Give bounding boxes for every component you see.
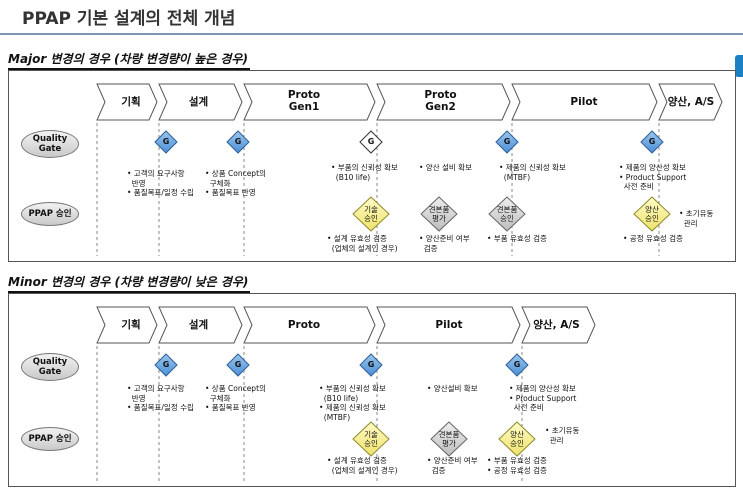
ppap-approval-label: PPAP 승인 [21,202,79,226]
ppap-badge-label: 견본품 평가 [428,205,450,223]
stage-label: 기획 [121,319,141,331]
minor-heading-underline [8,291,251,293]
gate-note: • 제품의 신뢰성 확보 (MTBF) [499,163,566,182]
ppap-badge [488,196,526,232]
gate-note: • 양산 설비 확보 [419,163,472,172]
ppap-badge-label: 견본품 평가 [438,430,460,448]
stage-label: Pilot [570,96,598,108]
gate-diamond [640,130,664,154]
quality-gate-label: Quality Gate [21,353,79,381]
gate-diamond [505,353,529,377]
stage-chevron [158,83,243,121]
ppap-note: • 설계 유효성 검증 (업체의 설계인 경우) [327,456,398,475]
gate-note: • 부품의 신뢰성 확보 (B10 life) • 제품의 신뢰성 확보 (MT… [319,384,386,422]
ppap-note: • 부품 유효성 검증 [487,234,547,243]
gate-letter: G [234,360,242,369]
gate-diamond [495,130,519,154]
stage-chevron [511,83,658,121]
ppap-note: • 초기유동 관리 [679,209,714,228]
ppap-badge-label: 기술 승인 [364,430,378,448]
stage-label: 기획 [121,96,141,108]
corner-accent [735,55,743,77]
ppap-note: • 양산준비 여부 검증 [419,234,470,253]
major-panel: 기획 설계 Proto Gen1 Proto Gen2 Pilot 양산, A/… [8,70,736,262]
gate-diamond [359,130,383,154]
gate-note: • 제품의 양산성 확보 • Product Support 사전 준비 [619,163,687,191]
quality-gate-label: Quality Gate [21,130,79,158]
stage-label: 양산, A/S [667,96,715,108]
stage-chevron [158,306,243,344]
minor-panel: 기획 설계 Proto Pilot 양산, A/S Quality Gate P… [8,293,736,487]
gate-diamond [154,130,178,154]
ppap-badge-label: 양산 승인 [645,205,659,223]
gate-note: • 제품의 양산성 확보 • Product Support 사전 준비 [509,384,577,412]
ppap-note: • 부품 유효성 검증 • 공정 유효성 검증 [487,456,547,475]
major-diagram-svg [96,83,723,256]
stage-chevron [96,306,158,344]
gate-note: • 고객의 요구사항 반영 • 품질목표/일정 수립 [127,169,194,197]
stage-chevron [376,83,511,121]
page-title: PPAP 기본 설계의 전체 개념 [22,9,236,29]
gate-letter: G [162,360,170,369]
gate-diamond [226,353,250,377]
minor-diagram-svg [96,306,596,482]
ppap-badge [420,196,458,232]
gate-letter: G [648,137,656,146]
minor-section-title: Minor 변경의 경우 (차량 변경량이 낮은 경우) [8,273,251,293]
ppap-badge [633,196,671,232]
major-section-title: Major 변경의 경우 (차량 변경량이 높은 경우) [8,50,250,70]
stage-label: Pilot [435,319,463,331]
gate-letter: G [367,137,375,146]
gate-letter: G [367,360,375,369]
gate-note: • 부품의 신뢰성 확보 (B10 life) [331,163,398,182]
ppap-note: • 공정 유효성 검증 [623,234,683,243]
ppap-note: • 양산준비 여부 검증 [427,456,478,475]
gate-diamond [154,353,178,377]
stage-chevron [96,83,158,121]
ppap-approval-label: PPAP 승인 [21,427,79,451]
major-heading-underline [8,68,250,70]
stage-label: Proto Gen1 [287,89,321,113]
ppap-badge-label: 기술 승인 [364,205,378,223]
ppap-badge-label: 견본품 승인 [496,205,518,223]
ppap-badge [352,196,390,232]
gate-letter: G [503,137,511,146]
ppap-badge [430,421,468,457]
stage-label: 양산, A/S [533,319,580,331]
gate-diamond [226,130,250,154]
stage-chevron [243,306,376,344]
ppap-badge [498,421,536,457]
gate-letter: G [162,137,170,146]
gate-note: • 상품 Concept의 구체화 • 품질목표 반영 [205,384,266,412]
stage-label: 설계 [188,96,209,108]
stage-chevron [376,306,521,344]
gate-letter: G [234,137,242,146]
ppap-note: • 설계 유효성 검증 (업체의 설계인 경우) [327,234,398,253]
stage-chevron [658,83,723,121]
ppap-badge [352,421,390,457]
ppap-badge-label: 양산 승인 [510,430,524,448]
stage-chevron [243,83,376,121]
gate-note: • 고객의 요구사항 반영 • 품질목표/일정 수립 [127,384,194,412]
minor-heading-text: Minor 변경의 경우 (차량 변경량이 낮은 경우) [8,275,249,289]
stage-label: Proto [287,319,321,331]
major-heading-text: Major 변경의 경우 (차량 변경량이 높은 경우) [8,52,248,66]
gate-note: • 상품 Concept의 구체화 • 품질목표 반영 [205,169,266,197]
ppap-note: • 초기유동 관리 [545,426,580,445]
gate-letter: G [513,360,521,369]
stage-chevron [521,306,596,344]
gate-note: • 양산설비 확보 [427,384,478,393]
stage-label: Proto Gen2 [424,89,457,113]
stage-label: 설계 [188,319,209,331]
title-divider [0,33,743,35]
gate-diamond [359,353,383,377]
